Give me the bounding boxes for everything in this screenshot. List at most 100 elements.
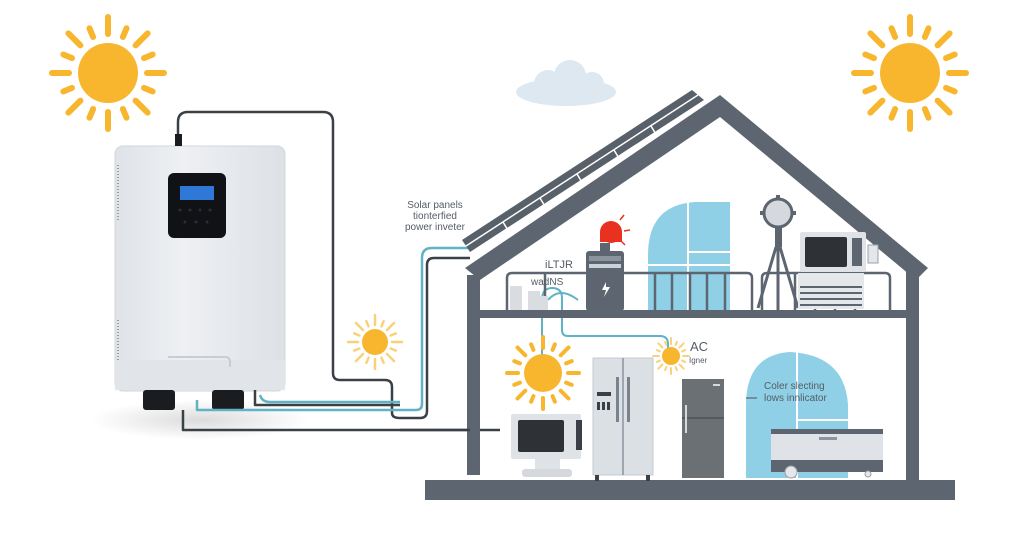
callout-line-2: tionterfied: [413, 211, 457, 222]
sun-ray: [119, 25, 130, 40]
sun-ray: [862, 84, 877, 95]
chest-freezer[interactable]: [771, 429, 883, 479]
sun-ray: [385, 321, 396, 332]
upper-sign-label: iLTJR wadNS: [530, 259, 573, 288]
window-callout-line-1: Coler slecting: [764, 381, 825, 392]
sun-icon-top-left: [49, 14, 167, 132]
sun-ray: [934, 30, 953, 49]
inverter-callout: Solar panels tionterfied power inveter: [405, 200, 466, 233]
sun-ray: [655, 359, 661, 363]
sun-ray: [564, 380, 574, 387]
sun-icon-top-right: [851, 14, 969, 132]
sun-ray: [664, 340, 668, 346]
sun-ray: [60, 84, 75, 95]
ac-subtitle: Igner: [689, 356, 708, 365]
sun-ray: [389, 332, 398, 337]
sun-ray: [354, 321, 365, 332]
sun-ray: [655, 349, 661, 353]
sun-ray: [558, 388, 571, 401]
callout-line-3: power inveter: [405, 222, 466, 233]
sun-ray: [657, 363, 664, 370]
cloud-icon: [516, 60, 616, 106]
sun-ray: [934, 97, 953, 116]
inverter[interactable]: [90, 134, 310, 440]
microwave-upper[interactable]: [800, 232, 879, 272]
sun-ray: [65, 30, 84, 49]
sun-ray: [512, 380, 522, 387]
sun-ray: [657, 342, 664, 349]
sun-ray: [664, 366, 668, 372]
sun-ray: [674, 366, 678, 372]
sun-ray: [674, 340, 678, 346]
refrigerator-double-door[interactable]: [592, 357, 654, 481]
inverter-display-panel: [168, 173, 226, 238]
sun-ray: [60, 51, 75, 62]
sun-ray: [529, 342, 536, 352]
sun-ray: [515, 388, 528, 401]
tripod-lamp[interactable]: [756, 195, 800, 310]
inverter-connector-left: [143, 390, 175, 410]
sun-ray: [365, 356, 370, 365]
sun-ray: [943, 84, 958, 95]
ground-slab: [425, 480, 955, 500]
sign-line-1: iLTJR: [545, 259, 573, 271]
sun-ray: [564, 359, 574, 366]
sun-ray: [352, 332, 361, 337]
sun-ray: [385, 352, 396, 363]
radiator-heater[interactable]: [798, 273, 864, 309]
sun-icon-ac: [652, 337, 690, 375]
sun-ray: [515, 345, 528, 358]
sun-ray: [678, 342, 685, 349]
sun-ray: [65, 97, 84, 116]
sun-ray: [389, 347, 398, 352]
sun-ray: [512, 359, 522, 366]
sun-ray: [529, 394, 536, 404]
solar-panels[interactable]: [462, 90, 704, 252]
sun-ray: [681, 349, 687, 353]
sign-line-2: wadNS: [530, 277, 564, 288]
sun-icon-small-cable: [346, 313, 404, 371]
ac-title: AC: [690, 339, 708, 354]
house: [400, 90, 955, 500]
lcd-screen: [180, 186, 214, 200]
sun-ray: [681, 359, 687, 363]
refrigerator-single[interactable]: [682, 379, 724, 478]
sun-ray: [380, 356, 385, 365]
sun-ray: [888, 25, 899, 40]
sun-ray: [888, 106, 899, 121]
microwave-lower[interactable]: [511, 414, 582, 477]
lightning-icon: [602, 282, 610, 297]
sun-ray: [365, 319, 370, 328]
sun-icon-ground-floor: [505, 335, 581, 411]
window-upper: [648, 202, 730, 310]
sun-ray: [132, 97, 151, 116]
sun-ray: [86, 25, 97, 40]
sun-ray: [921, 25, 932, 40]
sun-ray: [678, 363, 685, 370]
sun-ray: [867, 30, 886, 49]
sun-ray: [86, 106, 97, 121]
callout-line-1: Solar panels: [407, 200, 463, 211]
sun-ray: [352, 347, 361, 352]
sun-ray: [943, 51, 958, 62]
sun-ray: [550, 342, 557, 352]
sun-ray: [132, 30, 151, 49]
alarm-beacon-icon: [600, 214, 631, 251]
sun-ray: [119, 106, 130, 121]
sun-ray: [141, 84, 156, 95]
ac-callout: AC Igner: [689, 339, 708, 365]
inverter-connector-right: [212, 390, 244, 410]
sun-ray: [141, 51, 156, 62]
sun-ray: [380, 319, 385, 328]
sun-ray: [354, 352, 365, 363]
power-cables: [176, 110, 669, 432]
sun-ray: [867, 97, 886, 116]
sun-ray: [921, 106, 932, 121]
sun-ray: [862, 51, 877, 62]
sun-ray: [550, 394, 557, 404]
window-callout: Coler slecting lows innlicator: [746, 381, 827, 404]
window-callout-line-2: lows innlicator: [764, 393, 827, 404]
upper-floor: [475, 310, 915, 318]
battery-unit[interactable]: [586, 251, 624, 311]
